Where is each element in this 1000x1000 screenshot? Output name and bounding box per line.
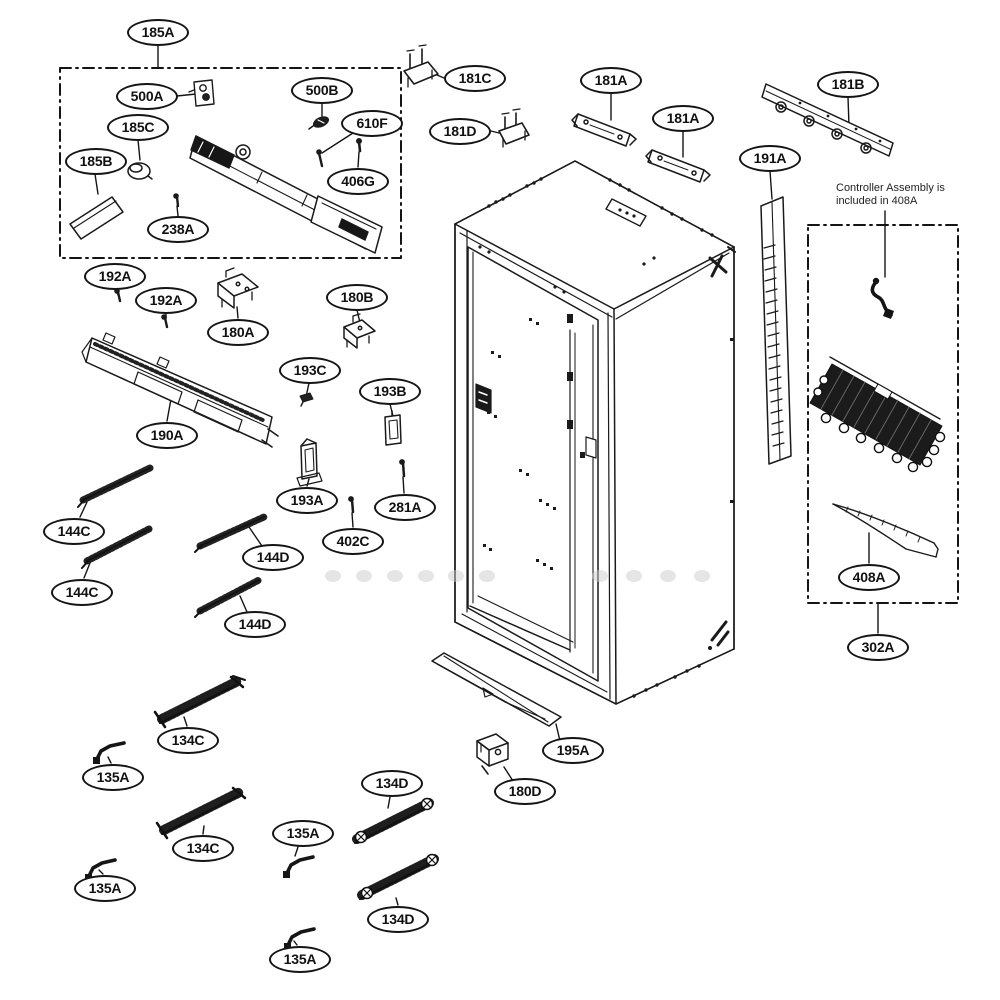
callout-185a-0: 185A: [127, 18, 189, 46]
part-181d-bracket-drawing: [498, 108, 530, 148]
part-193b-plate-drawing: [384, 410, 402, 446]
callout-192a-15: 192A: [135, 286, 197, 314]
part-238a-screw-drawing: [173, 193, 180, 208]
controller-note: Controller Assembly is included in 408A: [836, 182, 976, 208]
part-181c-bracket-drawing: [403, 44, 439, 88]
part-185b-plate-drawing: [69, 196, 124, 240]
cabinet-details: [475, 177, 736, 698]
callout-302a-39: 302A: [847, 633, 909, 661]
part-195a-kickplate-drawing: [431, 652, 562, 727]
part-180b-bracket-drawing: [343, 313, 376, 349]
part-500b-clip-drawing: [308, 116, 330, 130]
part-condenser-drawing: [809, 356, 946, 473]
callout-181a-10: 181A: [580, 66, 642, 94]
callout-134d-32: 134D: [361, 769, 423, 797]
callout-185b-5: 185B: [65, 147, 127, 175]
callout-610f-3: 610F: [341, 109, 403, 137]
callout-191a-13: 191A: [739, 144, 801, 172]
callout-144d-27: 144D: [224, 610, 286, 638]
callout-402c-23: 402C: [322, 527, 384, 555]
assembly-box-185a: [59, 67, 402, 259]
callout-144d-26: 144D: [242, 543, 304, 571]
cabinet-drawing: [454, 160, 735, 705]
callout-500b-2: 500B: [291, 76, 353, 104]
callout-500a-1: 500A: [116, 82, 178, 110]
part-500a-clip-drawing: [188, 79, 215, 107]
part-191a-strip-drawing: [760, 196, 792, 465]
watermark: [325, 570, 710, 582]
part-402c-screw-drawing: [348, 496, 355, 514]
assembly-box-408a: [807, 224, 959, 604]
callout-180a-16: 180A: [207, 318, 269, 346]
part-134d-rails-drawing: [352, 797, 439, 900]
part-144d-rails-drawing: [194, 513, 268, 618]
callout-185c-4: 185C: [107, 113, 169, 141]
callout-134c-30: 134C: [172, 834, 234, 862]
part-harness-drawing: [870, 277, 894, 319]
callout-192a-14: 192A: [84, 262, 146, 290]
part-193c-clip-drawing: [299, 392, 314, 407]
callout-135a-33: 135A: [272, 819, 334, 847]
callout-180b-17: 180B: [326, 283, 388, 311]
part-190a-rail-drawing: [81, 332, 279, 448]
part-180d-bracket-drawing: [476, 733, 509, 775]
callout-181c-8: 181C: [444, 64, 506, 92]
callout-406g-6: 406G: [327, 167, 389, 195]
part-185c-cap-drawing: [127, 162, 153, 180]
callout-134d-34: 134D: [367, 905, 429, 933]
part-406g-screw-drawing: [356, 138, 362, 153]
part-134c-rails-drawing: [153, 675, 247, 840]
callout-135a-29: 135A: [82, 763, 144, 791]
part-144c-rails-drawing: [77, 464, 154, 569]
part-610f-screw-drawing: [316, 149, 324, 168]
callout-193c-18: 193C: [279, 356, 341, 384]
callout-181a-11: 181A: [652, 104, 714, 132]
callout-180d-37: 180D: [494, 777, 556, 805]
callout-181b-12: 181B: [817, 70, 879, 98]
part-281a-screw-drawing: [399, 459, 406, 478]
callout-135a-31: 135A: [74, 874, 136, 902]
part-180a-bracket-drawing: [217, 267, 259, 309]
callout-195a-36: 195A: [542, 736, 604, 764]
part-181a-bracket-1-drawing: [571, 113, 637, 147]
controller-note-line2: included in 408A: [836, 195, 918, 207]
callout-144c-25: 144C: [51, 578, 113, 606]
callout-193a-21: 193A: [276, 486, 338, 514]
part-408a-tube-drawing: [832, 503, 939, 558]
part-181b-bracket-drawing: [761, 83, 894, 157]
part-193a-bracket-drawing: [296, 438, 323, 487]
callout-181d-9: 181D: [429, 117, 491, 145]
callout-134c-28: 134C: [157, 726, 219, 754]
part-185a-rail-drawing: [189, 135, 383, 254]
callout-190a-20: 190A: [136, 421, 198, 449]
callout-408a-38: 408A: [838, 563, 900, 591]
callout-135a-35: 135A: [269, 945, 331, 973]
controller-note-line1: Controller Assembly is: [836, 182, 945, 194]
part-181a-bracket-2-drawing: [645, 149, 711, 183]
callout-144c-24: 144C: [43, 517, 105, 545]
callout-238a-7: 238A: [147, 215, 209, 243]
callout-281a-22: 281A: [374, 493, 436, 521]
callout-193b-19: 193B: [359, 377, 421, 405]
